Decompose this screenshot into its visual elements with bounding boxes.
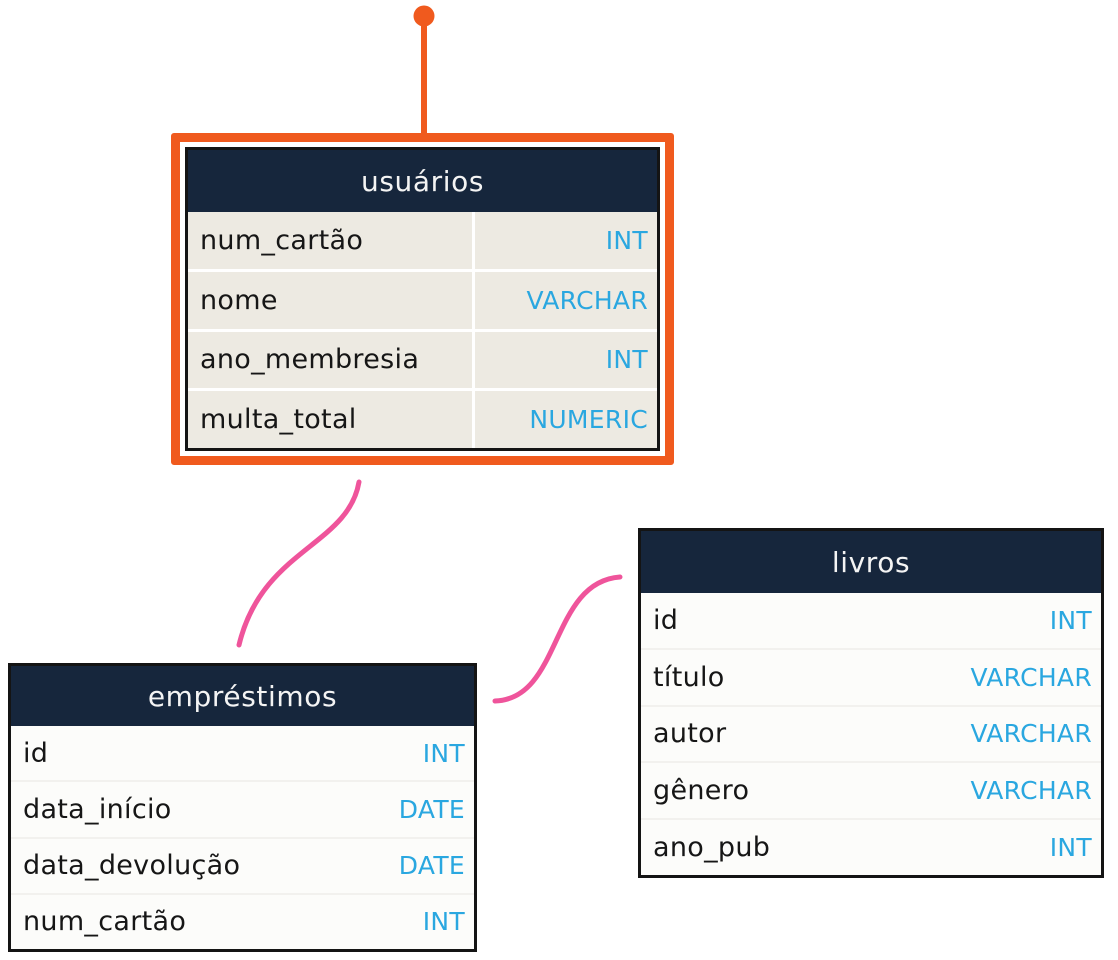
column-type-label: NUMERIC bbox=[472, 391, 657, 448]
column-name-label: autor bbox=[653, 718, 727, 750]
table-title: usuários bbox=[360, 164, 485, 198]
table-row: num_cartão INT bbox=[11, 892, 474, 949]
column-type-label: DATE bbox=[398, 851, 465, 881]
relationship-curve-usuarios-emprestimos bbox=[236, 479, 362, 648]
column-type-label: VARCHAR bbox=[970, 719, 1092, 749]
column-type-label: INT bbox=[422, 738, 465, 768]
table-row: nome VARCHAR bbox=[188, 268, 657, 329]
table-row: gênero VARCHAR bbox=[641, 761, 1101, 819]
column-type-label: INT bbox=[472, 331, 657, 389]
table-row: multa_total NUMERIC bbox=[188, 388, 657, 448]
column-name-label: num_cartão bbox=[23, 906, 187, 938]
column-type-label: INT bbox=[1049, 605, 1092, 635]
column-type-label: INT bbox=[1049, 833, 1092, 863]
column-name-label: multa_total bbox=[200, 404, 357, 436]
column-name-label: num_cartão bbox=[200, 224, 364, 256]
table-title: empréstimos bbox=[147, 679, 338, 713]
table-usuarios-header: usuários bbox=[188, 150, 657, 212]
table-row: data_início DATE bbox=[11, 780, 474, 837]
column-name-label: gênero bbox=[653, 775, 750, 807]
table-usuarios-selection-frame[interactable]: usuários num_cartão INT nome VARCHAR ano… bbox=[171, 133, 674, 465]
table-row: num_cartão INT bbox=[188, 212, 657, 269]
column-type-label: VARCHAR bbox=[970, 776, 1092, 806]
column-name-label: ano_pub bbox=[653, 832, 771, 864]
column-name-label: id bbox=[23, 737, 49, 769]
table-title: livros bbox=[831, 545, 911, 579]
column-name-label: data_devolução bbox=[23, 850, 241, 882]
table-row: data_devolução DATE bbox=[11, 836, 474, 893]
column-name-label: nome bbox=[200, 284, 278, 316]
column-name-label: id bbox=[653, 604, 679, 636]
table-row: ano_membresia INT bbox=[188, 328, 657, 389]
table-emprestimos-header: empréstimos bbox=[11, 666, 474, 726]
column-type-label: INT bbox=[422, 907, 465, 937]
column-type-label: VARCHAR bbox=[472, 271, 657, 329]
table-row: autor VARCHAR bbox=[641, 704, 1101, 762]
column-name-label: data_início bbox=[23, 793, 172, 825]
table-row: título VARCHAR bbox=[641, 647, 1101, 705]
table-row: id INT bbox=[641, 593, 1101, 648]
table-livros[interactable]: livros id INT título VARCHAR autor VARCH… bbox=[638, 528, 1104, 878]
table-row: id INT bbox=[11, 726, 474, 781]
table-row: ano_pub INT bbox=[641, 818, 1101, 875]
column-type-label: INT bbox=[472, 212, 657, 269]
selection-anchor-dot bbox=[413, 5, 435, 27]
column-type-label: DATE bbox=[398, 794, 465, 824]
table-usuarios[interactable]: usuários num_cartão INT nome VARCHAR ano… bbox=[185, 147, 660, 451]
column-name-label: título bbox=[653, 661, 725, 693]
table-emprestimos[interactable]: empréstimos id INT data_início DATE data… bbox=[8, 663, 477, 952]
relationship-curve-emprestimos-livros bbox=[492, 574, 623, 704]
table-livros-header: livros bbox=[641, 531, 1101, 593]
column-name-label: ano_membresia bbox=[200, 344, 420, 376]
column-type-label: VARCHAR bbox=[970, 662, 1092, 692]
